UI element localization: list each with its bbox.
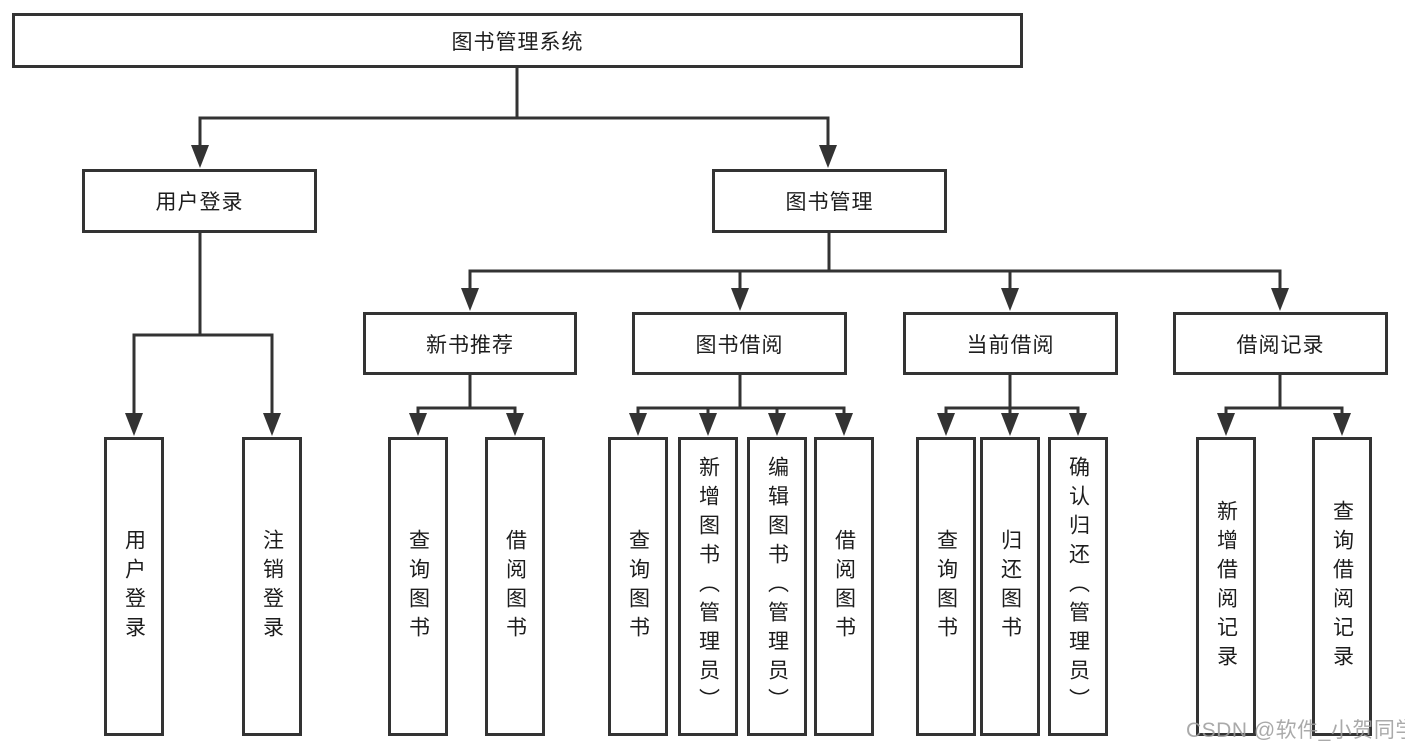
node-book-borrow: 图书借阅 <box>632 312 847 375</box>
node-book-management-label: 图书管理 <box>785 191 874 214</box>
node-current-borrow-label: 当前借阅 <box>966 333 1055 357</box>
leaf-query-borrow-record: 查询借阅记录 <box>1312 437 1372 736</box>
node-new-book-recommend: 新书推荐 <box>363 312 577 375</box>
node-book-borrow-label: 图书借阅 <box>695 333 784 357</box>
leaf-edit-book-admin: 编辑图书（管理员） <box>747 437 807 736</box>
leaf-logout: 注销登录 <box>242 437 302 736</box>
leaf-query-books-current: 查询图书 <box>916 437 976 736</box>
node-borrow-records-label: 借阅记录 <box>1236 333 1325 357</box>
leaf-confirm-return-admin-label: 确认归还（管理员） <box>1066 456 1090 717</box>
node-root-label: 图书管理系统 <box>451 30 584 54</box>
leaf-add-borrow-record: 新增借阅记录 <box>1196 437 1256 736</box>
leaf-add-borrow-record-label: 新增借阅记录 <box>1214 499 1238 674</box>
leaf-borrow-books-borrow: 借阅图书 <box>814 437 874 736</box>
leaf-query-books-borrow-label: 查询图书 <box>626 528 650 645</box>
leaf-query-books-current-label: 查询图书 <box>934 528 958 645</box>
leaf-borrow-books-recommend-label: 借阅图书 <box>503 528 527 645</box>
leaf-borrow-books-borrow-label: 借阅图书 <box>832 528 856 645</box>
node-new-book-recommend-label: 新书推荐 <box>426 333 514 357</box>
leaf-user-login-label: 用户登录 <box>122 528 146 645</box>
leaf-confirm-return-admin: 确认归还（管理员） <box>1048 437 1108 736</box>
leaf-query-borrow-record-label: 查询借阅记录 <box>1330 499 1354 674</box>
watermark: CSDN @软件_小贺同学 <box>1186 719 1405 742</box>
leaf-return-book-label: 归还图书 <box>998 528 1022 645</box>
node-book-management: 图书管理 <box>712 169 947 233</box>
leaf-query-books-borrow: 查询图书 <box>608 437 668 736</box>
leaf-edit-book-admin-label: 编辑图书（管理员） <box>765 456 789 717</box>
leaf-logout-label: 注销登录 <box>260 528 284 645</box>
leaf-query-books-recommend-label: 查询图书 <box>406 528 430 645</box>
leaf-user-login: 用户登录 <box>104 437 164 736</box>
leaf-borrow-books-recommend: 借阅图书 <box>485 437 545 736</box>
node-borrow-records: 借阅记录 <box>1173 312 1388 375</box>
leaf-add-book-admin: 新增图书（管理员） <box>678 437 738 736</box>
node-current-borrow: 当前借阅 <box>903 312 1118 375</box>
node-root: 图书管理系统 <box>12 13 1023 68</box>
node-user-login: 用户登录 <box>82 169 317 233</box>
leaf-query-books-recommend: 查询图书 <box>388 437 448 736</box>
leaf-return-book: 归还图书 <box>980 437 1040 736</box>
leaf-add-book-admin-label: 新增图书（管理员） <box>696 456 720 717</box>
node-user-login-label: 用户登录 <box>155 191 244 214</box>
